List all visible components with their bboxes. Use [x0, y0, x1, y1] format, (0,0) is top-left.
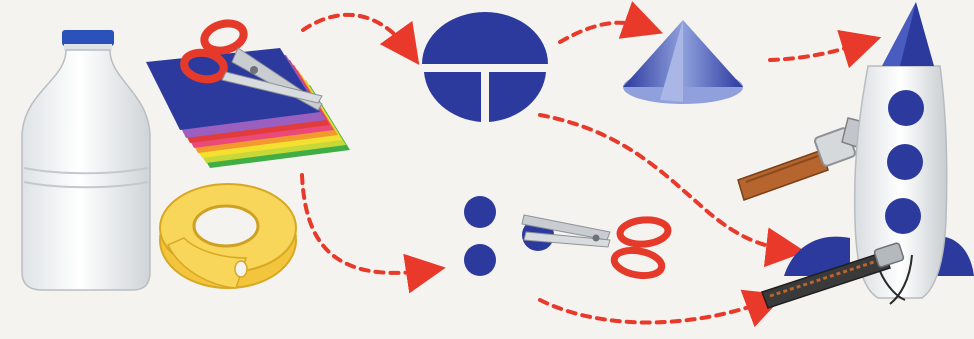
bottle-cap	[62, 30, 114, 46]
adhesive-tape	[160, 184, 296, 288]
